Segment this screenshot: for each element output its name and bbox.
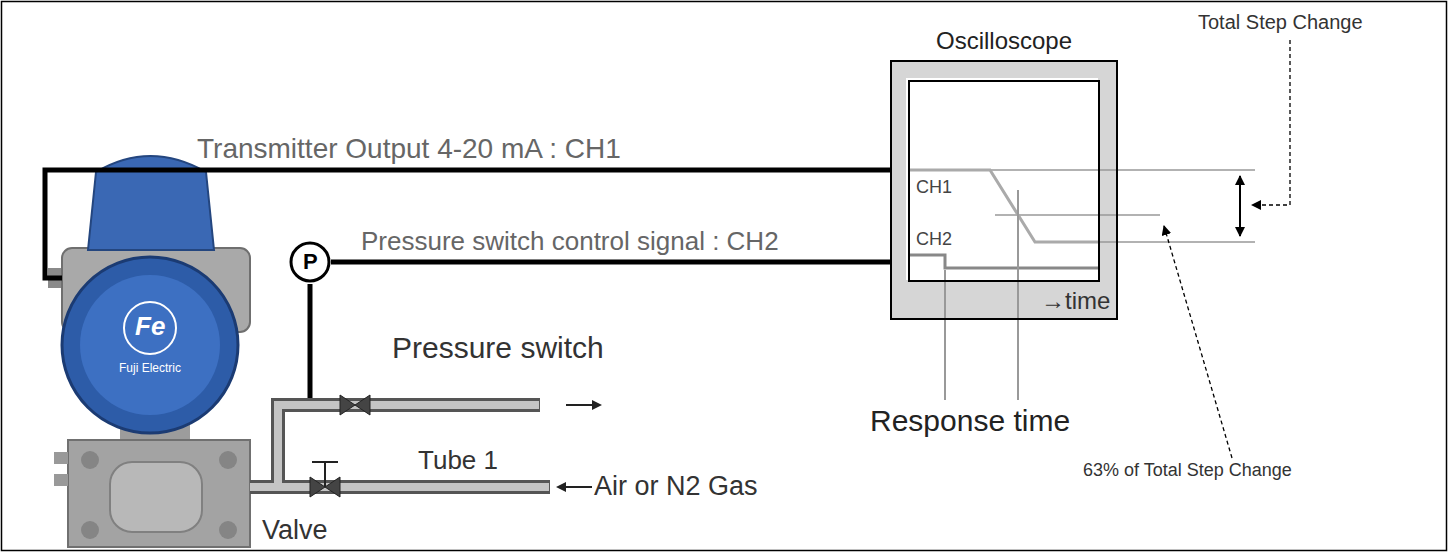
response-time-marker [944, 270, 946, 400]
transmitter-output-wire [45, 170, 890, 278]
brand-logo: Fe [135, 312, 165, 341]
response-time-marker [1017, 190, 1019, 400]
axis-label: →time [1041, 288, 1110, 314]
device-title: Oscilloscope [936, 28, 1072, 54]
oscilloscope-box: Oscilloscope→timeCH1CH2 [890, 60, 1118, 320]
dimension-arrow [1252, 40, 1290, 205]
part-name: Valve [262, 516, 328, 546]
valve-symbol [340, 395, 370, 415]
oscilloscope-fill [890, 60, 1118, 320]
oscilloscope-screen: CH1CH2 [908, 80, 1100, 282]
callout-note: Total Step Change [1198, 11, 1363, 33]
flow-arrow [562, 486, 592, 488]
dimension-arrow [1164, 226, 1232, 458]
signal-label: Transmitter Output 4-20 mA : CH1 [197, 134, 621, 165]
transmitter-illustration [110, 462, 202, 532]
gas-piping [250, 405, 549, 487]
dimension-arrow [1239, 176, 1241, 236]
waveform [908, 255, 1098, 268]
brand-name: Fuji Electric [119, 362, 181, 375]
transmitter-illustration [124, 302, 176, 354]
waveform [908, 170, 1255, 268]
transmitter-illustration [219, 451, 237, 469]
transmitter-illustration [48, 156, 250, 547]
valve-symbol [310, 395, 370, 497]
callout-note: 63% of Total Step Change [1083, 461, 1292, 481]
switch-letter: P [303, 250, 318, 274]
pressure-switch-symbol: P [289, 241, 331, 283]
valve-symbol [312, 461, 338, 463]
flow-label: Air or N2 Gas [594, 472, 758, 502]
valve-symbol [324, 462, 326, 487]
channel-label: CH1 [916, 178, 952, 198]
transmitter-illustration [54, 452, 68, 464]
flow-arrow [556, 482, 566, 492]
flow-arrow [566, 404, 596, 406]
transmitter-illustration [219, 521, 237, 539]
transmitter-illustration [68, 440, 250, 547]
flow-arrow [592, 400, 602, 410]
transmitter-illustration [54, 474, 68, 486]
signal-wire [331, 260, 890, 265]
oscilloscope-fill [906, 78, 1098, 280]
gas-piping [250, 405, 550, 487]
measurement-label: Response time [870, 404, 1070, 437]
transmitter-illustration [81, 451, 99, 469]
switch-tap-line [308, 284, 313, 400]
transmitter-illustration [81, 521, 99, 539]
part-name: Pressure switch [392, 331, 604, 364]
signal-label: Pressure switch control signal : CH2 [359, 227, 781, 256]
response-time-marker [945, 190, 1018, 400]
channel-label: CH2 [916, 230, 952, 250]
transmitter-illustration [62, 257, 238, 433]
circle-outline [291, 243, 329, 281]
gas-piping [250, 405, 550, 487]
waveform [990, 169, 1255, 171]
part-name: Tube 1 [418, 446, 498, 475]
dimension-arrow [1164, 40, 1290, 458]
transmitter-illustration [80, 275, 220, 415]
oscilloscope-fill [890, 60, 1118, 320]
